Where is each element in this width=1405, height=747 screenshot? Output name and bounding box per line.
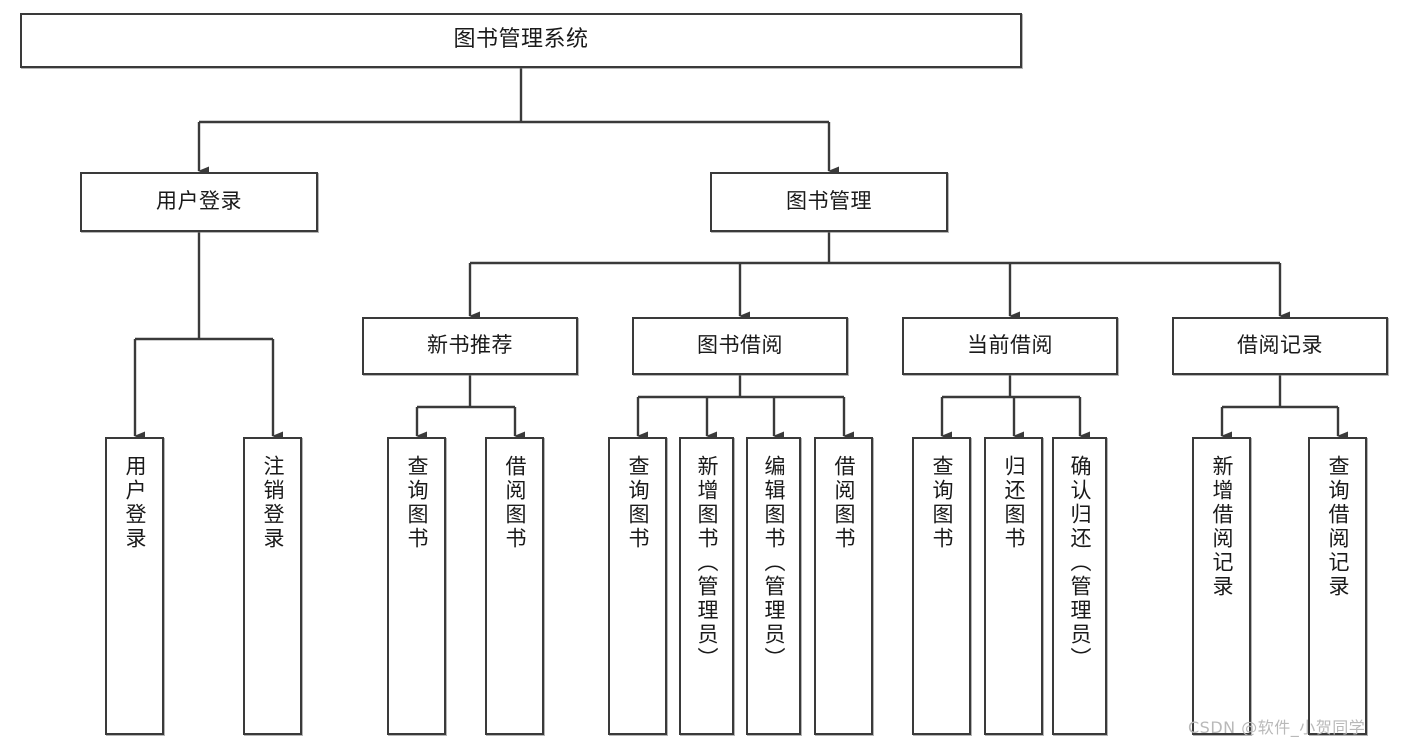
leaf-borrow-edit-book-admin[interactable]: 编辑图书（管理员） [746, 437, 801, 735]
node-book-management[interactable]: 图书管理 [710, 172, 948, 232]
leaf-borrow-add-book-admin[interactable]: 新增图书（管理员） [679, 437, 734, 735]
leaf-record-query-borrow-record[interactable]: 查询借阅记录 [1308, 437, 1367, 735]
node-book-borrowing[interactable]: 图书借阅 [632, 317, 848, 375]
node-label: 查询图书 [626, 455, 650, 551]
csdn-watermark: CSDN @软件_小贺同学 [1188, 718, 1366, 737]
node-label: 图书管理 [786, 189, 872, 214]
node-root-book-management-system[interactable]: 图书管理系统 [20, 13, 1022, 68]
leaf-recommend-query-books[interactable]: 查询图书 [387, 437, 446, 735]
leaf-current-confirm-return-admin[interactable]: 确认归还（管理员） [1052, 437, 1107, 735]
node-current-borrowing[interactable]: 当前借阅 [902, 317, 1118, 375]
leaf-borrow-query-books[interactable]: 查询图书 [608, 437, 667, 735]
node-label: 借阅图书 [503, 455, 527, 551]
node-label: 借阅图书 [832, 455, 856, 551]
leaf-user-logout[interactable]: 注销登录 [243, 437, 302, 735]
node-label: 查询借阅记录 [1326, 455, 1350, 599]
leaf-record-add-borrow-record[interactable]: 新增借阅记录 [1192, 437, 1251, 735]
node-label: 当前借阅 [967, 333, 1053, 358]
node-borrowing-records[interactable]: 借阅记录 [1172, 317, 1388, 375]
node-label: 图书借阅 [697, 333, 783, 358]
node-label: 注销登录 [261, 455, 285, 551]
node-label: 新增图书（管理员） [695, 455, 719, 671]
node-label: 确认归还（管理员） [1068, 455, 1092, 671]
node-label: 查询图书 [405, 455, 429, 551]
node-label: 图书管理系统 [453, 27, 589, 53]
node-label: 用户登录 [156, 189, 242, 214]
node-new-book-recommendation[interactable]: 新书推荐 [362, 317, 578, 375]
leaf-current-query-books[interactable]: 查询图书 [912, 437, 971, 735]
node-label: 新书推荐 [427, 333, 513, 358]
leaf-borrow-borrow-books[interactable]: 借阅图书 [814, 437, 873, 735]
node-label: 新增借阅记录 [1210, 455, 1234, 599]
node-label: 查询图书 [930, 455, 954, 551]
leaf-recommend-borrow-books[interactable]: 借阅图书 [485, 437, 544, 735]
node-label: 编辑图书（管理员） [762, 455, 786, 671]
node-user-login[interactable]: 用户登录 [80, 172, 318, 232]
node-label: 借阅记录 [1237, 333, 1323, 358]
node-label: 归还图书 [1002, 455, 1026, 551]
node-label: 用户登录 [123, 455, 147, 551]
leaf-current-return-books[interactable]: 归还图书 [984, 437, 1043, 735]
leaf-user-login[interactable]: 用户登录 [105, 437, 164, 735]
